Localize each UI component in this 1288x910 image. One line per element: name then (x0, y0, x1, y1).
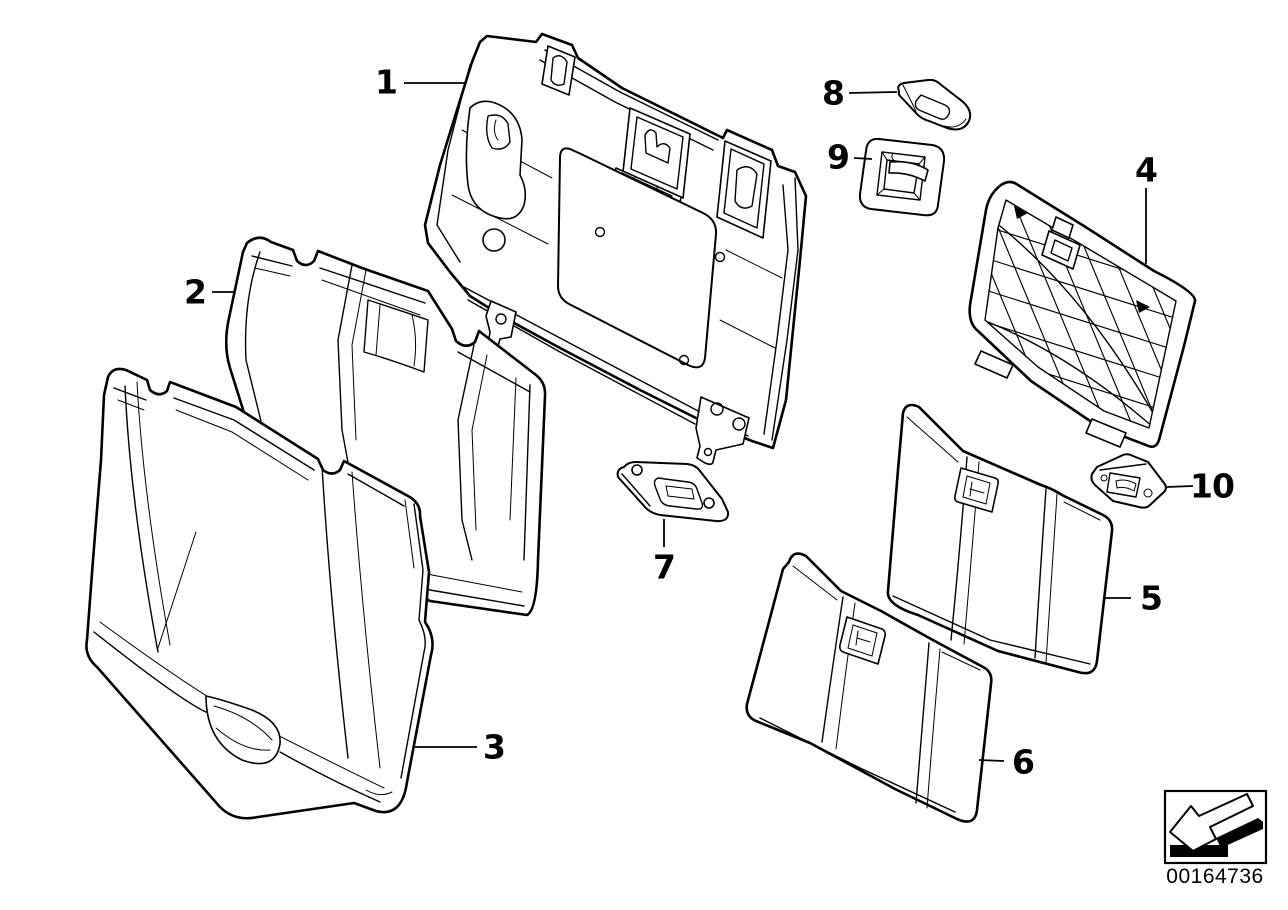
callout-2[interactable]: 2 (184, 272, 207, 312)
part-7-bracket-plate (616, 461, 730, 523)
part-4-net-flap (968, 180, 1197, 448)
part-1-backrest-frame (423, 32, 808, 466)
callout-leader-lines (212, 82, 1194, 762)
callout-1[interactable]: 1 (375, 62, 398, 102)
part-8-strap-clip (897, 78, 972, 131)
part-3-backrest-cover-front (85, 367, 434, 820)
callout-3[interactable]: 3 (483, 727, 506, 767)
callout-5[interactable]: 5 (1140, 578, 1163, 618)
callout-9[interactable]: 9 (827, 137, 850, 177)
part-9-bezel (858, 137, 946, 217)
direction-arrow-icon (1163, 789, 1268, 865)
callout-10[interactable]: 10 (1190, 466, 1235, 506)
callout-6[interactable]: 6 (1012, 742, 1035, 782)
callout-4[interactable]: 4 (1135, 150, 1158, 190)
part-6-cushion-left (745, 552, 993, 823)
part-10-latch (1090, 453, 1167, 509)
callout-8[interactable]: 8 (822, 73, 845, 113)
callout-7[interactable]: 7 (653, 547, 676, 587)
image-part-number: 00164736 (1166, 865, 1264, 888)
part-5-cushion-right (886, 403, 1114, 675)
